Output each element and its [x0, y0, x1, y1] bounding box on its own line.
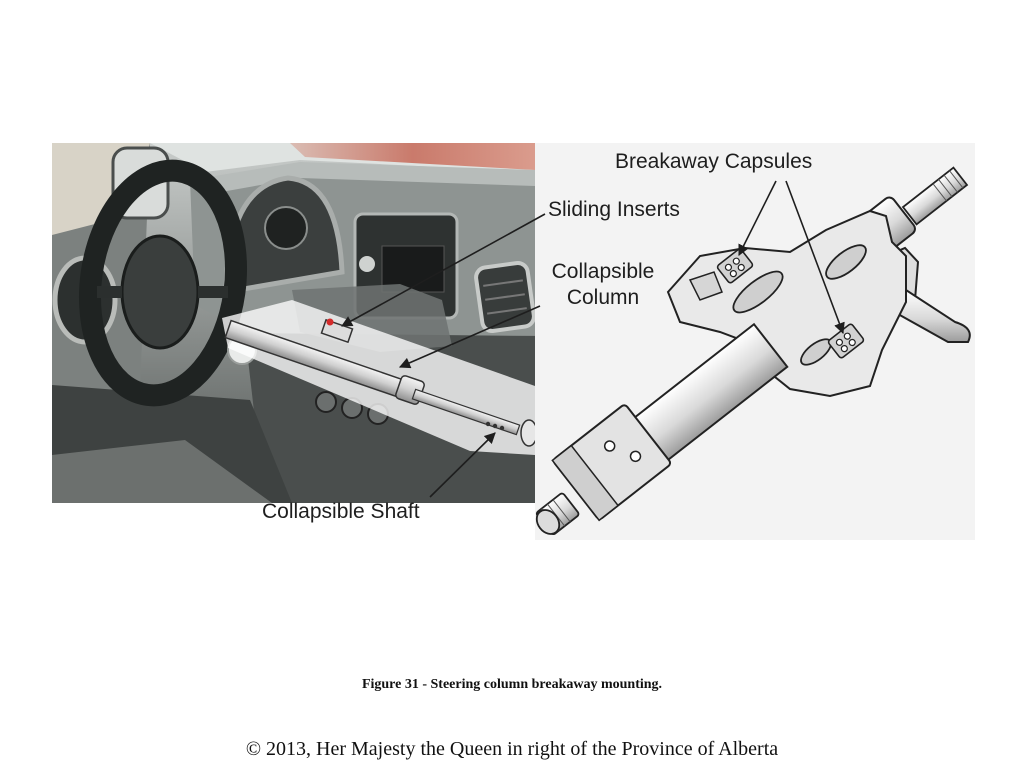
- leader-sliding-inserts: [341, 213, 546, 327]
- gauge: [264, 206, 308, 250]
- spline-ridge: [932, 183, 947, 202]
- dashboard-top-highlight: [190, 162, 535, 194]
- leader-breakaway-upper: [738, 180, 777, 257]
- vent-slat: [483, 279, 523, 287]
- capsule-rivet: [729, 270, 737, 278]
- spline-ridge: [949, 170, 964, 189]
- label-collapsible-column-line2: Column: [567, 286, 639, 309]
- leader-breakaway-lower: [785, 180, 845, 335]
- center-knob: [359, 256, 375, 272]
- spline-ridge: [552, 499, 571, 523]
- car-interior-photo: [52, 143, 535, 503]
- breakaway-capsule-upper: [716, 248, 754, 284]
- label-breakaway-capsules: Breakaway Capsules: [615, 150, 812, 173]
- bracket-slot: [825, 244, 867, 280]
- label-collapsible-shaft: Collapsible Shaft: [262, 500, 420, 523]
- upper-spline-body: [901, 166, 969, 226]
- bracket-tab: [688, 271, 723, 301]
- collapsible-shaft: [411, 388, 521, 436]
- seat: [52, 440, 272, 503]
- console-button: [315, 391, 337, 413]
- shaft-hole: [499, 425, 505, 431]
- shaft-end-disc: [520, 419, 538, 447]
- figure-caption: Figure 31 - Steering column breakaway mo…: [361, 677, 663, 692]
- spline-ridge: [943, 174, 958, 193]
- vent-slat: [487, 307, 527, 315]
- column-overlay: [222, 284, 538, 455]
- capsule-rivet: [843, 332, 851, 340]
- steering-wheel-hub: [120, 234, 200, 350]
- bracket-slot: [732, 270, 784, 314]
- shaft-hole: [492, 423, 498, 429]
- leader-collapsible-column: [398, 305, 541, 369]
- breakaway-capsule-lower: [827, 323, 865, 359]
- sliding-insert-marker: [326, 318, 334, 326]
- capsule-rivet: [848, 338, 856, 347]
- leader-lines: [341, 180, 845, 498]
- copyright-footer: © 2013, Her Majesty the Queen in right o…: [245, 738, 779, 760]
- capsule-rivet: [835, 338, 844, 346]
- upper-spline-shaft: [901, 166, 969, 226]
- joint-housing-face: [551, 444, 620, 522]
- outside-building: [290, 143, 535, 170]
- shaft-hole: [485, 421, 491, 427]
- capsule-rivet: [724, 263, 733, 271]
- leader-collapsible-shaft: [429, 432, 496, 498]
- shaft-body: [411, 388, 521, 436]
- vent-slat: [485, 293, 525, 301]
- label-collapsible-column-line1: Collapsible: [552, 260, 655, 283]
- lower-end-cap: [535, 509, 561, 535]
- capsule-rivet: [732, 257, 740, 265]
- capsule-body: [716, 248, 754, 284]
- spline-ridge: [938, 179, 953, 197]
- steering-column-drawing: [535, 143, 975, 540]
- capsule-rivet: [840, 345, 848, 353]
- joint-hole: [629, 450, 642, 463]
- capsule-rivet: [737, 263, 745, 272]
- label-sliding-inserts: Sliding Inserts: [548, 198, 680, 221]
- joint-hole: [603, 440, 616, 452]
- steering-wheel-rim: [78, 159, 248, 407]
- lower-joint-housing: [551, 404, 672, 522]
- right-air-vent: [474, 260, 535, 334]
